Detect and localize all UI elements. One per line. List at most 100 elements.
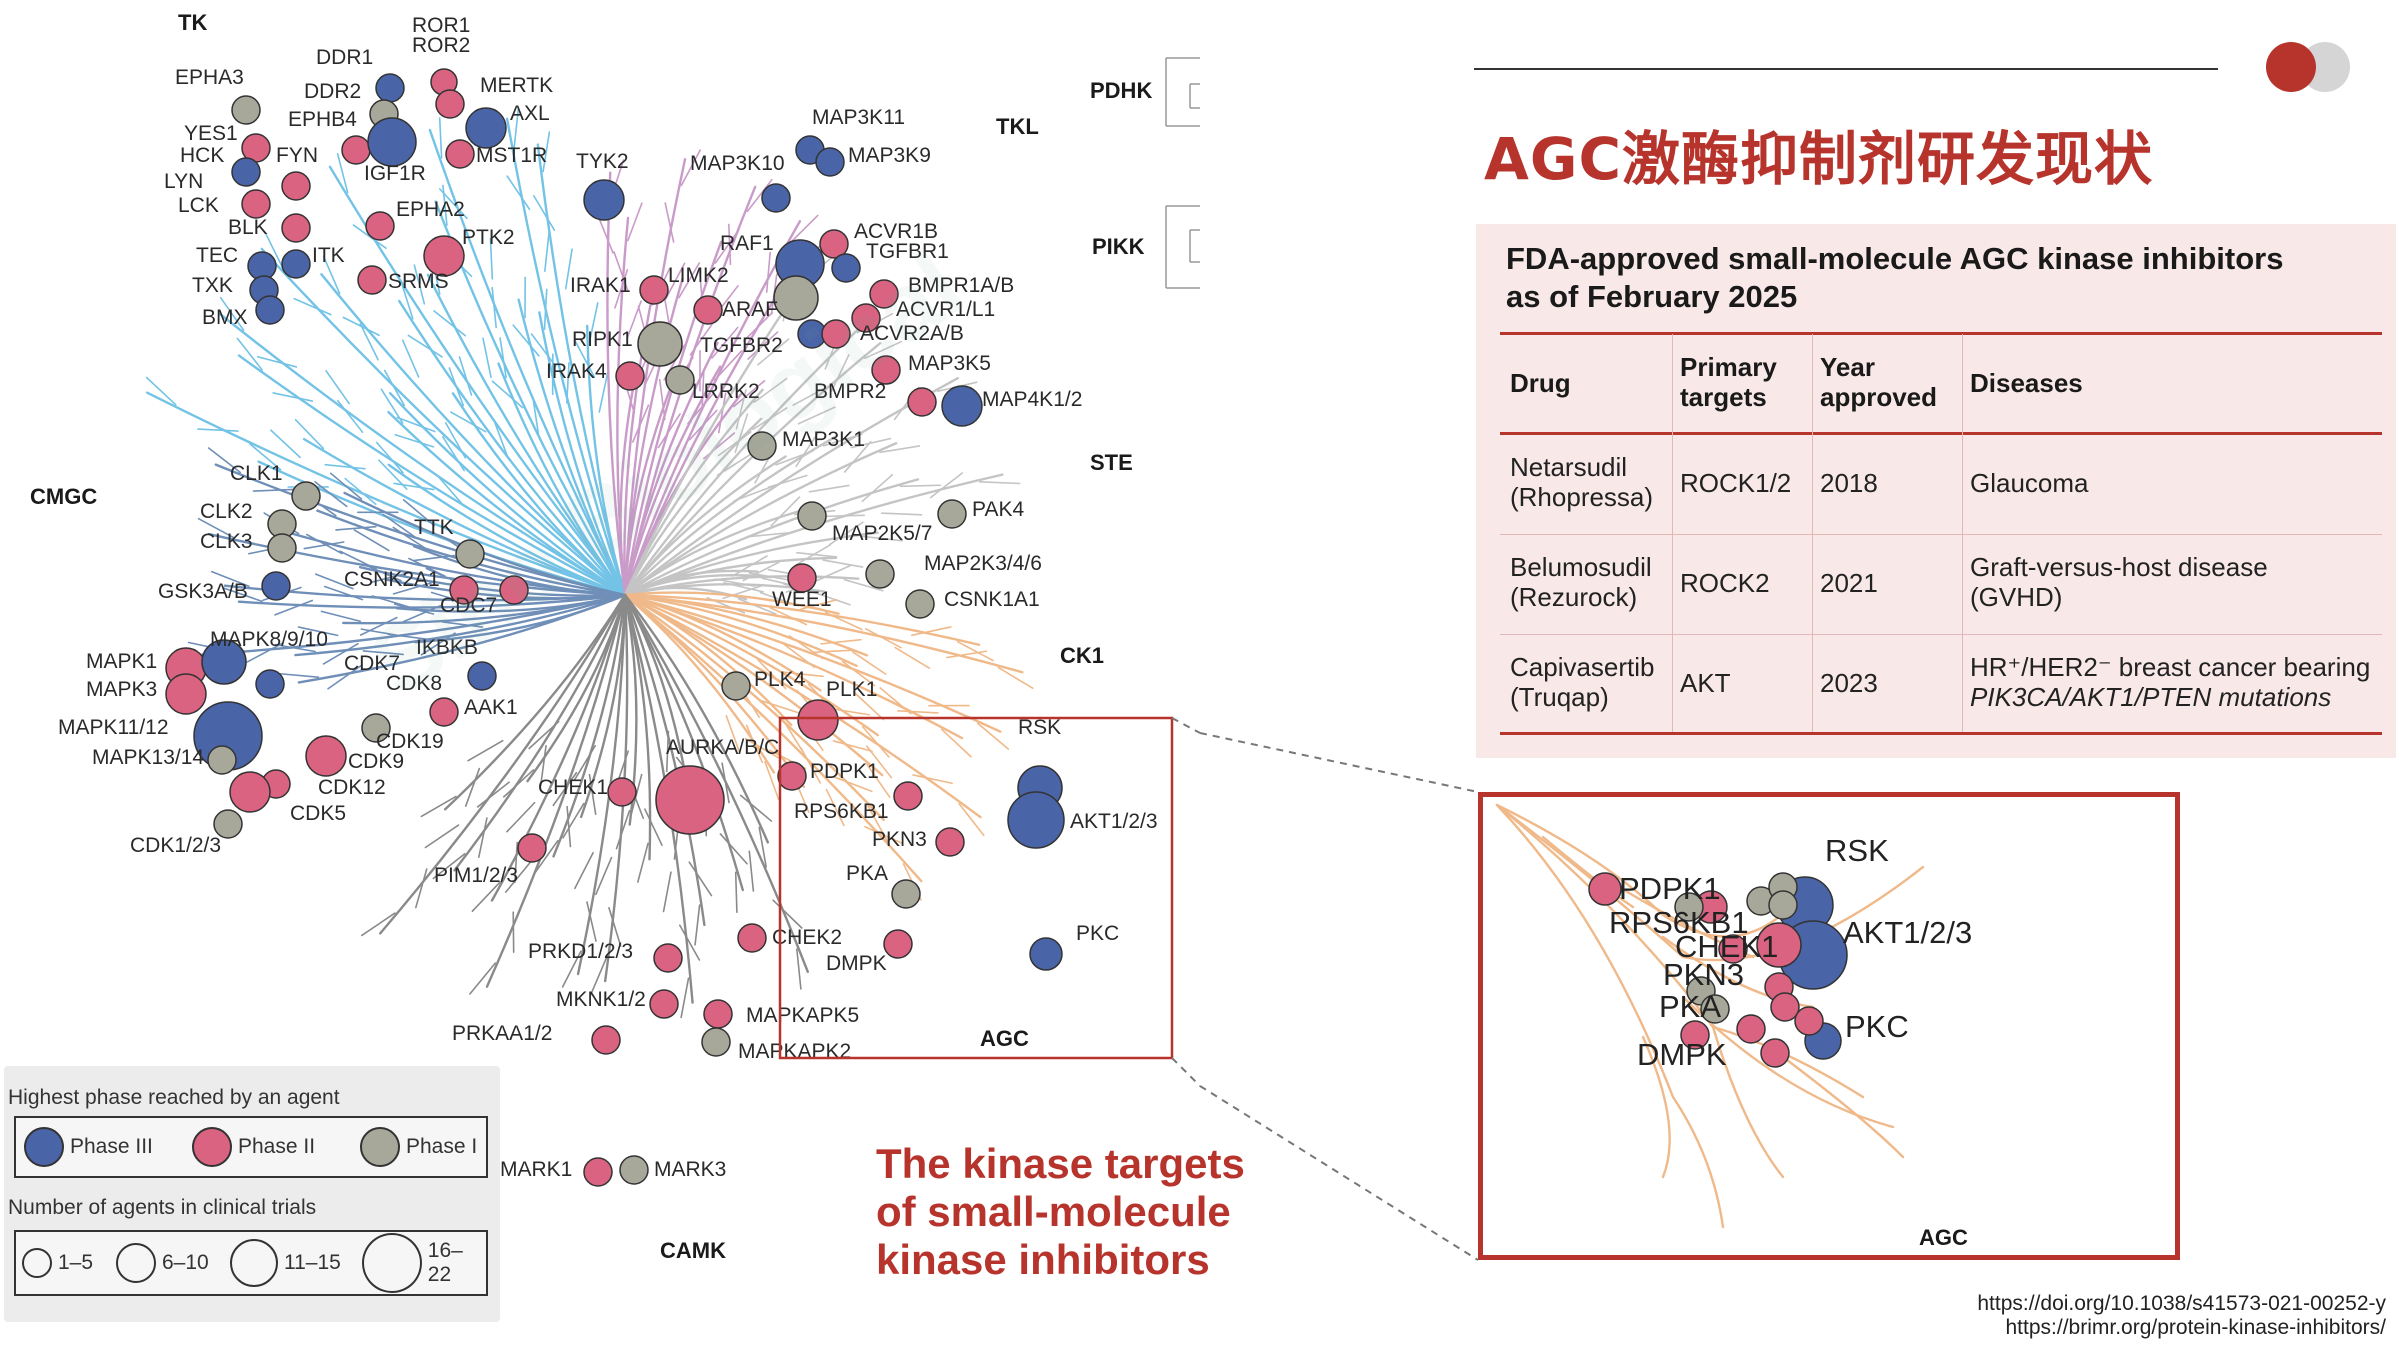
references: https://doi.org/10.1038/s41573-021-00252… [1977,1292,2386,1340]
zoom-label-pkn3: PKN3 [1663,957,1744,992]
label-clk2: CLK2 [200,500,253,523]
group-label-pdhk: PDHK [1090,78,1152,103]
reference-link[interactable]: https://brimr.org/protein-kinase-inhibit… [2005,1316,2387,1339]
reference-link[interactable]: https://doi.org/10.1038/s41573-021-00252… [1977,1292,2386,1315]
zoom-connectors [1199,732,1479,1261]
node-acvr1b [819,229,849,259]
node-irak4 [615,361,645,391]
zoom-node-pkn3 [1718,934,1748,964]
table-cell-year: 2023 [1820,668,1878,698]
kinome-nodes [165,68,1065,1187]
table-rule-top [1500,332,2382,335]
label-mapk13-14: MAPK13/14 [92,746,204,769]
legend-count-title: Number of agents in clinical trials [8,1196,317,1219]
label-epha3: EPHA3 [175,66,244,89]
node-axl [465,107,507,149]
label-hck: HCK [180,144,224,167]
label-tgfbr2: TGFBR2 [700,334,783,357]
zoom-group-label-agc: AGC [1919,1225,1968,1250]
node-map4k1-2 [941,385,983,427]
node-prkaa1-2 [591,1025,621,1055]
label-ddr1: DDR1 [316,46,373,69]
label-pdpk1: PDPK1 [810,760,879,783]
label-mknk1-2: MKNK1/2 [556,988,646,1011]
label-pak4: PAK4 [972,498,1024,521]
node-pka [891,879,921,909]
table-cell-disease: HR⁺/HER2⁻ breast cancer bearing PIK3CA/A… [1970,652,2371,712]
node-pak4 [937,499,967,529]
label-dmpk: DMPK [826,952,887,975]
node-cdk9 [305,735,347,777]
label-tec: TEC [196,244,238,267]
node-chek2 [737,923,767,953]
node-map2k3-4-6 [865,559,895,589]
node-csnk1a1 [905,589,935,619]
node-bmpr1a-b [869,279,899,309]
label-ptk2: PTK2 [462,226,515,249]
legend-count-3: 11–15 [230,1232,341,1294]
label-chek2: CHEK2 [772,926,842,949]
label-prkd1-2-3: PRKD1/2/3 [528,940,633,963]
label-yes1: YES1 [184,122,238,145]
label-ripk1: RIPK1 [572,328,633,351]
label-map3k1: MAP3K1 [782,428,865,451]
node-tyk2 [583,179,625,221]
label-gsk3a-b: GSK3A/B [158,580,248,603]
node-epha3 [231,95,261,125]
node-tgfbr1 [831,253,861,283]
label-pkc: PKC [1076,922,1119,945]
zoom-branch-0 [1495,803,1805,938]
node-igf1r [367,117,417,167]
table-header-diseases: Diseases [1970,368,2083,398]
node-map3k9 [815,147,845,177]
node-aak1 [429,697,459,727]
node-map3k1 [747,431,777,461]
node-map3k5 [871,355,901,385]
node-prkd1-2-3 [653,943,683,973]
zoom-branch-9 [1711,1025,1785,1179]
node-clk3 [267,533,297,563]
legend-phase-3: Phase III [24,1118,153,1176]
label-fyn: FYN [276,144,318,167]
label-cdk8: CDK8 [386,672,442,695]
table-title: FDA-approved small-molecule AGC kinase i… [1506,241,2284,314]
node-srms [357,265,387,295]
table-cell-disease: Glaucoma [1970,468,2089,498]
node-akt1-2-3 [1007,791,1065,849]
agc-connector-top [1171,717,1200,734]
label-map3k5: MAP3K5 [908,352,991,375]
branch-group-6 [360,593,809,1019]
label-ror2: ROR2 [412,34,470,57]
node-rps6kb1 [893,781,923,811]
node-mapkapk2 [701,1027,731,1057]
legend-phase-2: Phase II [192,1118,315,1176]
zoom-label-pkc: PKC [1845,1009,1909,1044]
branch-group-0 [145,106,627,597]
table-cell-targets: AKT [1680,668,1731,698]
label-acvr1b: ACVR1B [854,220,938,243]
node-lck [241,189,271,219]
header-rule [1474,68,2218,70]
label-aak1: AAK1 [464,696,518,719]
label-araf: ARAF [722,298,778,321]
label-ror1: ROR1 [412,14,470,37]
label-acvr1-l1: ACVR1/L1 [896,298,995,321]
legend-count-1: 1–5 [22,1232,93,1294]
label-irak4: IRAK4 [546,360,607,383]
logo-dot-red-icon [2266,42,2316,92]
zoom-node-extra-3 [1768,890,1798,920]
label-bmpr2: BMPR2 [814,380,886,403]
node-irak1 [639,275,669,305]
branch-group-5 [623,591,1034,901]
node-ttk [455,539,485,569]
table-cell-targets: ROCK2 [1680,568,1770,598]
label-lyn: LYN [164,170,203,193]
label-ddr2: DDR2 [304,80,361,103]
phase2-swatch-icon [192,1127,232,1167]
agc-connector-bottom [1171,1057,1200,1087]
zoom-node-extra-7 [1736,1014,1766,1044]
table-row: Netarsudil (Rhopressa) [1510,452,1654,512]
kinome-branches [145,57,1200,1019]
